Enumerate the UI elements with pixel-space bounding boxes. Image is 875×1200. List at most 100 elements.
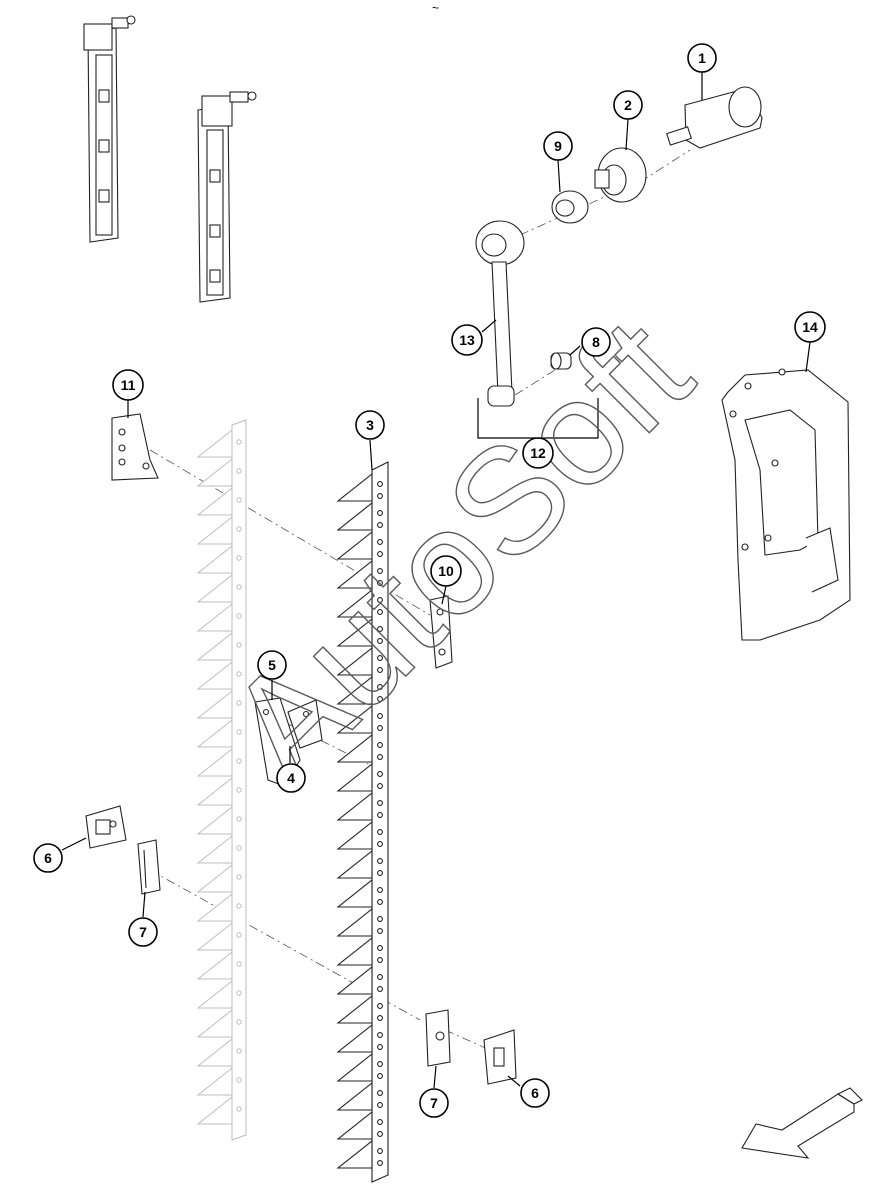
rivet-hole [377,1061,383,1067]
knife-section [336,559,373,589]
knife-section [336,791,373,821]
rivet-hole [377,1131,383,1137]
ghost-hole [236,1106,242,1112]
callout-5: 5 [257,650,287,680]
callout-label: 2 [624,97,632,113]
ghost-hole [236,1048,242,1054]
knife-section [336,849,373,879]
wear-plate-left [137,839,161,895]
callout-1: 1 [687,43,717,73]
callout-12: 12 [522,437,554,469]
leader-lines [61,72,811,1089]
knife-section [336,501,373,531]
ghost-hole [236,816,242,822]
knife-section [336,1110,373,1140]
rivet-hole [377,742,383,748]
rivet-hole [377,870,383,876]
rivet-hole [377,725,383,731]
callout-7-right: 7 [419,1088,449,1118]
ghost-section [196,457,233,487]
rivet-hole [377,510,383,516]
callout-7-left: 7 [128,917,158,947]
ghost-hole [236,990,242,996]
rivet-hole [377,800,383,806]
callout-11: 11 [112,369,144,401]
ghost-section [196,573,233,603]
connecting-rod [475,220,525,407]
rivet-hole [377,580,383,586]
callout-label: 10 [438,563,454,579]
reference-assembly-right [197,91,257,303]
ghost-section [196,805,233,835]
knife-section [336,704,373,734]
ghost-hole [236,845,242,851]
wear-plate-right [425,1009,451,1067]
knife-section [336,965,373,995]
rivet-hole [377,493,383,499]
ghost-section [196,1008,233,1038]
ghost-section [196,1037,233,1067]
ghost-section [196,718,233,748]
rivet-hole [377,1073,383,1079]
rivet-hole [377,481,383,487]
ghost-knife-bar [196,419,247,1141]
callout-3: 3 [355,410,385,440]
ghost-section [196,486,233,516]
hydraulic-motor [665,86,763,149]
ghost-hole [236,584,242,590]
callout-10: 10 [430,555,462,587]
ghost-hole [236,468,242,474]
ghost-section [196,689,233,719]
ghost-hole [236,1019,242,1025]
knife-section [336,994,373,1024]
ghost-section [196,747,233,777]
rivet-hole [377,1032,383,1038]
ghost-section [196,631,233,661]
callout-label: 1 [698,50,706,66]
ghost-hole [236,497,242,503]
ghost-section [196,921,233,951]
ghost-section [196,950,233,980]
rivet-hole [377,1044,383,1050]
rivet-hole [377,974,383,980]
knife-section [336,878,373,908]
rivet-hole [377,1160,383,1166]
rivet-hole [377,667,383,673]
drive-coupling [594,147,647,203]
rivet-hole [377,945,383,951]
rivet-hole [377,829,383,835]
reference-assembly-left [83,15,136,243]
knife-section [336,530,373,560]
ghost-section [196,892,233,922]
ghost-hole [236,787,242,793]
rivet-hole [377,696,383,702]
rivet-hole [377,655,383,661]
callout-label: 12 [530,445,546,461]
rivet-hole [377,638,383,644]
rivet-hole [377,812,383,818]
callout-label: 5 [268,657,276,673]
ghost-hole [236,439,242,445]
top-mark: ~ [432,1,439,15]
callout-label: 14 [802,319,818,335]
callout-2: 2 [613,90,643,120]
knife-section [336,936,373,966]
callout-label: 8 [592,334,600,350]
rivet-hole [377,1102,383,1108]
rivet-hole [377,858,383,864]
ghost-section [196,979,233,1009]
knife-section [336,733,373,763]
ghost-hole [236,1077,242,1083]
ghost-hole [236,729,242,735]
knife-head-plate [429,595,453,669]
rivet-hole [377,783,383,789]
hold-down-clip-left [85,805,127,849]
knife-section [336,1081,373,1111]
ghost-hole [236,903,242,909]
callout-label: 7 [139,924,147,940]
rivet-hole [377,899,383,905]
ghost-hole [236,874,242,880]
bushing [550,352,572,370]
knife-section [336,646,373,676]
